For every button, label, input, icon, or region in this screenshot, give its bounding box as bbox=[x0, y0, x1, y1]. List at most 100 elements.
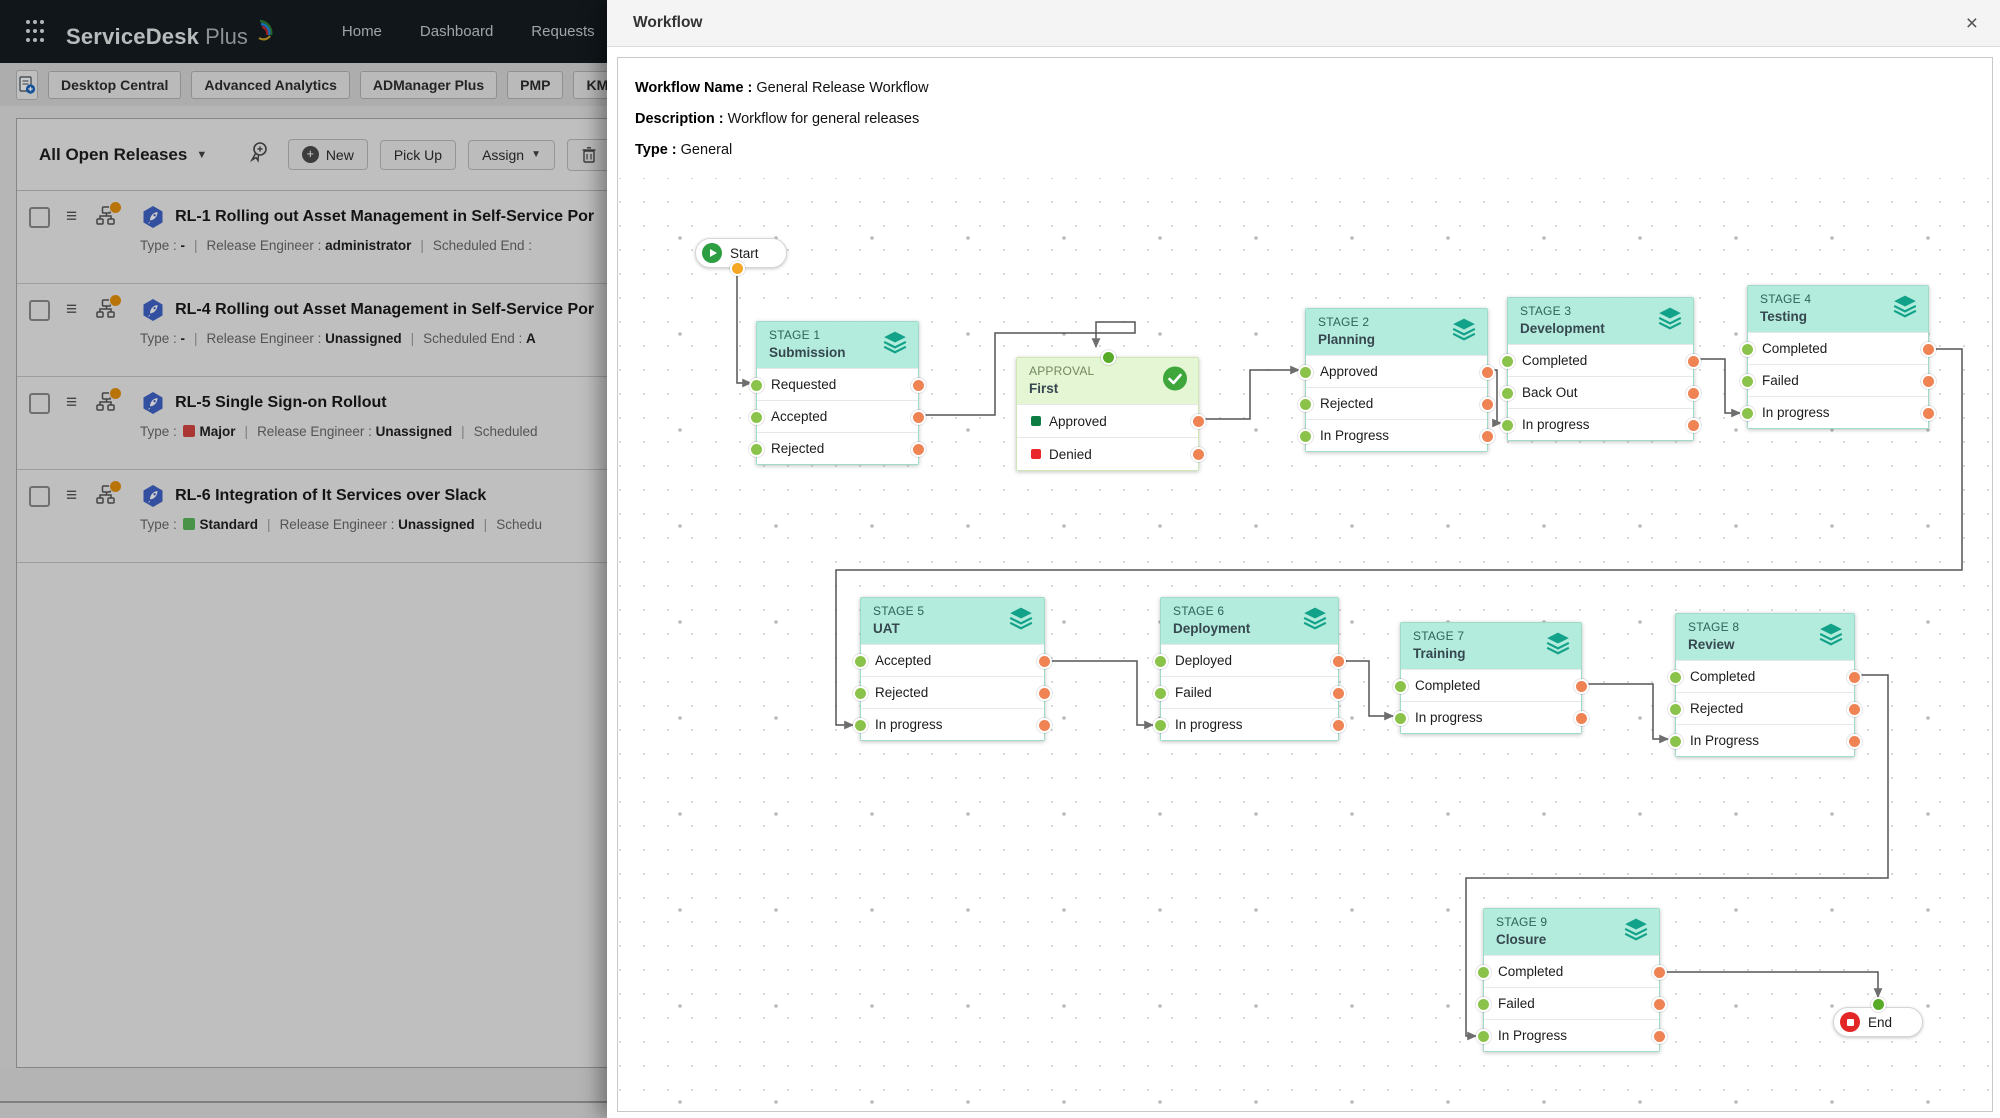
node-title: STAGE 8 bbox=[1688, 620, 1740, 634]
brand-logo[interactable]: ServiceDesk Plus bbox=[66, 14, 278, 50]
node-title: STAGE 3 bbox=[1520, 304, 1572, 318]
node-header: APPROVAL First bbox=[1017, 358, 1198, 404]
stage-node[interactable]: STAGE 5 UAT Accepted Rejected In progres… bbox=[853, 597, 1052, 741]
status-label: In Progress bbox=[1498, 1028, 1568, 1043]
workflow-modal: Workflow × Workflow Name : General Relea… bbox=[607, 0, 2000, 1118]
status-label: Accepted bbox=[875, 653, 932, 668]
brand-swoosh-icon bbox=[258, 19, 273, 40]
meta-label: Release Engineer : bbox=[279, 517, 399, 532]
workflow-status-icon[interactable] bbox=[95, 387, 123, 415]
status-row: Rejected bbox=[749, 432, 926, 464]
release-title-link[interactable]: RL-4 Rolling out Asset Management in Sel… bbox=[175, 301, 595, 318]
input-port bbox=[1500, 417, 1515, 433]
input-port bbox=[1740, 405, 1755, 421]
release-meta: Type : -|Release Engineer : Unassigned|S… bbox=[140, 331, 625, 346]
status-label: Rejected bbox=[1320, 396, 1374, 411]
node-title: STAGE 9 bbox=[1496, 915, 1548, 929]
workflow-nodes-layer: Start STAGE 1 Submission Requested Accep… bbox=[607, 0, 2000, 1118]
status-label: Completed bbox=[1498, 964, 1564, 979]
tab-advanced-analytics[interactable]: Advanced Analytics bbox=[191, 70, 350, 99]
custom-view-search-icon[interactable] bbox=[247, 140, 271, 169]
status-row: Denied bbox=[1017, 437, 1206, 470]
meta-separator: | bbox=[244, 424, 249, 439]
stage-node[interactable]: STAGE 9 Closure Completed Failed In Prog… bbox=[1476, 908, 1667, 1052]
output-port bbox=[1652, 964, 1667, 980]
tab-pmp[interactable]: PMP bbox=[507, 70, 564, 99]
stage-node[interactable]: STAGE 7 Training Completed In progress bbox=[1393, 622, 1589, 734]
close-icon[interactable]: × bbox=[1965, 11, 1978, 35]
meta-separator: | bbox=[410, 331, 415, 346]
input-port bbox=[1476, 1028, 1491, 1044]
stage-node[interactable]: STAGE 8 Review Completed Rejected In Pro… bbox=[1668, 613, 1862, 757]
node-title: STAGE 5 bbox=[873, 604, 925, 618]
status-row: Completed bbox=[1740, 332, 1936, 364]
output-port bbox=[1480, 396, 1495, 412]
release-title-link[interactable]: RL-6 Integration of It Services over Sla… bbox=[175, 487, 487, 504]
release-title-link[interactable]: RL-1 Rolling out Asset Management in Sel… bbox=[175, 208, 595, 225]
stage-node[interactable]: STAGE 4 Testing Completed Failed In prog… bbox=[1740, 285, 1936, 429]
new-release-button[interactable]: + New bbox=[287, 139, 368, 170]
output-port bbox=[1480, 428, 1495, 444]
status-label: Back Out bbox=[1522, 385, 1578, 400]
releases-list-panel: All Open Releases ▼ + New Pick Up Assign bbox=[16, 118, 626, 1068]
modal-dim-overlay[interactable] bbox=[0, 0, 640, 1118]
stage-node[interactable]: STAGE 2 Planning Approved Rejected In Pr… bbox=[1298, 308, 1495, 452]
status-row: In progress bbox=[1500, 408, 1701, 440]
meta-label: Type : bbox=[140, 238, 181, 253]
node-title: APPROVAL bbox=[1029, 364, 1095, 378]
output-port bbox=[1331, 653, 1346, 669]
output-port bbox=[1331, 717, 1346, 733]
status-label: In progress bbox=[1175, 717, 1243, 732]
new-document-button[interactable] bbox=[16, 69, 38, 100]
workflow-status-icon[interactable] bbox=[95, 201, 123, 229]
meta-label: Release Engineer : bbox=[257, 424, 376, 439]
approval-node[interactable]: APPROVAL First Approved Denied bbox=[1016, 350, 1206, 471]
release-title-link[interactable]: RL-5 Single Sign-on Rollout bbox=[175, 394, 387, 411]
workflow-name-field: Workflow Name : General Release Workflow bbox=[635, 80, 929, 96]
end-node[interactable]: End bbox=[1833, 1007, 1923, 1037]
row-checkbox[interactable] bbox=[29, 485, 50, 507]
node-subtitle: Closure bbox=[1496, 932, 1547, 947]
stage-node[interactable]: STAGE 3 Development Completed Back Out I… bbox=[1500, 297, 1701, 441]
release-row: ≡ RL-6 Integration of It Services over S… bbox=[17, 470, 625, 563]
meta-label: Release Engineer : bbox=[206, 331, 326, 346]
assign-button[interactable]: Assign ▼ bbox=[468, 139, 555, 170]
status-label: Completed bbox=[1690, 669, 1756, 684]
status-bullet bbox=[1031, 416, 1041, 426]
output-port bbox=[1037, 685, 1052, 701]
stage-node[interactable]: STAGE 6 Deployment Deployed Failed In pr… bbox=[1153, 597, 1346, 741]
output-port bbox=[911, 377, 926, 393]
start-icon bbox=[702, 243, 722, 263]
row-checkbox[interactable] bbox=[29, 299, 50, 321]
delete-button[interactable] bbox=[567, 138, 611, 171]
pickup-button[interactable]: Pick Up bbox=[379, 139, 457, 170]
row-checkbox[interactable] bbox=[29, 392, 50, 414]
release-meta: Type : Major|Release Engineer : Unassign… bbox=[140, 424, 625, 439]
view-filter-dropdown[interactable]: All Open Releases bbox=[39, 144, 188, 164]
nav-requests[interactable]: Requests bbox=[531, 23, 595, 40]
nav-home[interactable]: Home bbox=[341, 23, 382, 40]
workflow-status-icon[interactable] bbox=[95, 294, 123, 322]
meta-separator: | bbox=[267, 517, 271, 532]
status-row: Rejected bbox=[1298, 387, 1495, 419]
status-label: Rejected bbox=[771, 441, 825, 456]
output-port bbox=[1921, 373, 1936, 389]
workflow-status-icon[interactable] bbox=[95, 480, 123, 508]
output-port bbox=[1847, 669, 1862, 685]
app-launcher-icon[interactable] bbox=[26, 19, 44, 44]
tab-desktop-central[interactable]: Desktop Central bbox=[48, 70, 182, 99]
stage-node[interactable]: STAGE 1 Submission Requested Accepted Re… bbox=[749, 321, 926, 465]
row-menu-icon[interactable]: ≡ bbox=[66, 485, 78, 506]
nav-dashboard[interactable]: Dashboard bbox=[419, 23, 494, 40]
output-port bbox=[1480, 364, 1495, 380]
row-menu-icon[interactable]: ≡ bbox=[66, 206, 78, 227]
row-menu-icon[interactable]: ≡ bbox=[66, 392, 78, 413]
meta-value: Standard bbox=[199, 517, 259, 532]
meta-label: Type : bbox=[140, 424, 181, 439]
releases-toolbar: All Open Releases ▼ + New Pick Up Assign bbox=[17, 119, 625, 191]
tab-admanager-plus[interactable]: ADManager Plus bbox=[359, 70, 498, 99]
status-row: Failed bbox=[1153, 676, 1346, 708]
meta-label: Release Engineer : bbox=[206, 238, 326, 253]
row-checkbox[interactable] bbox=[29, 206, 50, 228]
row-menu-icon[interactable]: ≡ bbox=[66, 299, 78, 320]
